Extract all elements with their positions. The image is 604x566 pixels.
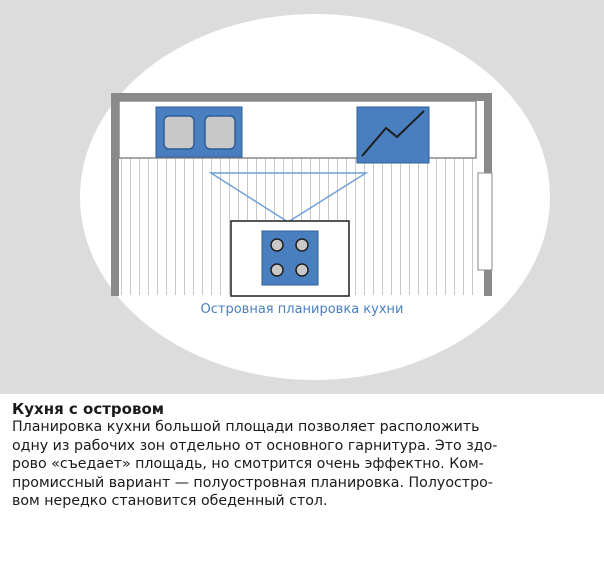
door [477, 172, 493, 271]
wall-right-upper [484, 93, 492, 173]
refrigerator-icon [356, 106, 430, 164]
stove-icon [261, 230, 319, 286]
kitchen-floor-plan [111, 93, 493, 297]
article: Кухня с островом Планировка кухни большо… [12, 400, 596, 511]
article-line: Планировка кухни большой площади позволя… [12, 419, 480, 435]
wall-right-lower [484, 270, 492, 296]
article-line: одну из рабочих зон отдельно от основног… [12, 437, 498, 454]
illustration-panel: Островная планировка кухни [0, 0, 604, 394]
article-line: вом нередко становится обеденный стол. [12, 493, 328, 509]
article-heading: Кухня с островом [12, 400, 165, 418]
work-triangle [208, 172, 369, 223]
wall-left [111, 93, 119, 296]
sink-icon [155, 106, 243, 158]
wall-top [111, 93, 492, 101]
article-line: промиссный вариант — полуостровная плани… [12, 474, 493, 491]
plan-caption: Островная планировка кухни [200, 302, 404, 317]
article-line: рово «съедает» площадь, но смотрится оче… [12, 456, 484, 472]
